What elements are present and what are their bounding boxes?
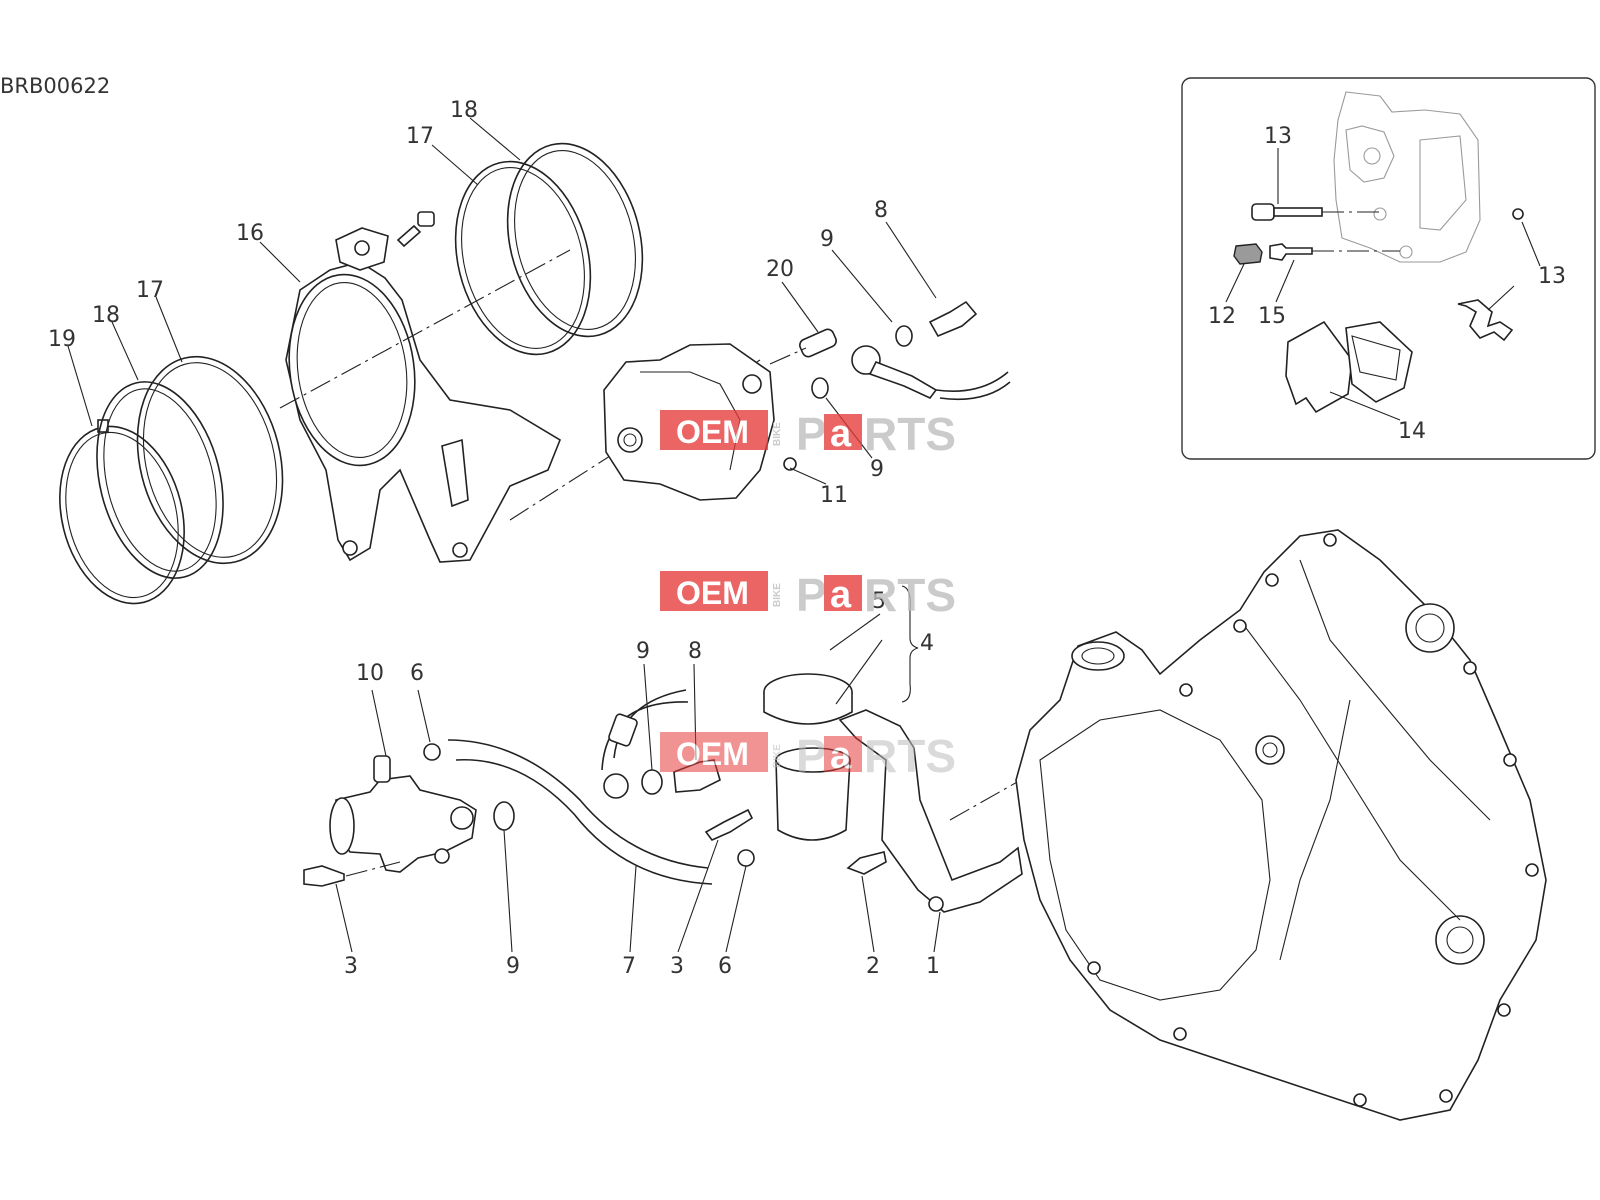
callout-label: 18: [450, 98, 478, 123]
watermark-oem-text: OEM: [676, 575, 749, 611]
callout-label: 9: [820, 227, 834, 252]
engine-cover: [1015, 529, 1547, 1121]
watermark-rts-text: RTS: [864, 569, 956, 621]
watermark-red-block: [660, 410, 768, 450]
callout-label: 6: [718, 954, 732, 979]
callout-label: 20: [766, 257, 794, 282]
callout-label: 9: [870, 457, 884, 482]
master-cylinder-assembly: [303, 673, 1181, 913]
callout-label: 2: [866, 954, 880, 979]
callout-label: 5: [872, 589, 886, 614]
callout-label: 9: [636, 639, 650, 664]
callout-label: 18: [92, 303, 120, 328]
watermark-oem-text: OEM: [676, 736, 749, 772]
watermark-bike-text: BIKE: [772, 422, 783, 446]
watermark-p-text: P: [796, 569, 827, 621]
watermark-a-block: [824, 575, 862, 611]
watermark-red-block: [660, 571, 768, 611]
callout-label: 8: [688, 639, 702, 664]
watermark-middle: OEM BIKE P a RTS: [660, 569, 956, 621]
callout-label: 1: [926, 954, 940, 979]
watermark-oem-text: OEM: [676, 414, 749, 450]
callout-label: 15: [1258, 304, 1286, 329]
callout-label: 10: [356, 661, 384, 686]
callout-label: 7: [622, 954, 636, 979]
callout-label: 9: [506, 954, 520, 979]
watermark-a-text: a: [830, 413, 852, 455]
callout-label: 17: [406, 124, 434, 149]
callout-label: 6: [410, 661, 424, 686]
callout-label: 13: [1538, 264, 1566, 289]
callout-label: 16: [236, 221, 264, 246]
watermark-upper: OEM BIKE P a RTS: [660, 408, 956, 460]
callout-label: 17: [136, 278, 164, 303]
watermark-rts-text: RTS: [864, 408, 956, 460]
watermark-a-text: a: [830, 574, 852, 616]
watermark-a-block: [824, 414, 862, 450]
leader-lines: [67, 117, 1541, 953]
watermark-a-text: a: [830, 735, 852, 777]
watermark-a-block: [824, 736, 862, 772]
callout-label: 3: [670, 954, 684, 979]
watermark-p-text: P: [796, 408, 827, 460]
watermark-lower: OEM BIKE P a RTS: [660, 730, 956, 782]
callout-label: 8: [874, 198, 888, 223]
caliper-assembly: [59, 142, 1011, 605]
inset-box: [1181, 77, 1596, 460]
callout-label: 4: [920, 631, 934, 656]
callout-label: 19: [48, 327, 76, 352]
watermark-p-text: P: [796, 730, 827, 782]
watermark-bike-text: BIKE: [772, 744, 783, 768]
watermark-rts-text: RTS: [864, 730, 956, 782]
callout-label: 12: [1208, 304, 1236, 329]
callout-label: 11: [820, 483, 848, 508]
callout-labels: 18 17 16 17 18 19 8 9 20 9 11 13 13 12 1…: [48, 98, 1566, 979]
watermark-red-block: [660, 732, 768, 772]
diagram-reference-code: BRB00622: [0, 74, 111, 98]
callout-label: 3: [344, 954, 358, 979]
callout-label: 13: [1264, 124, 1292, 149]
callout-label: 14: [1398, 419, 1426, 444]
watermark-bike-text: BIKE: [772, 583, 783, 607]
